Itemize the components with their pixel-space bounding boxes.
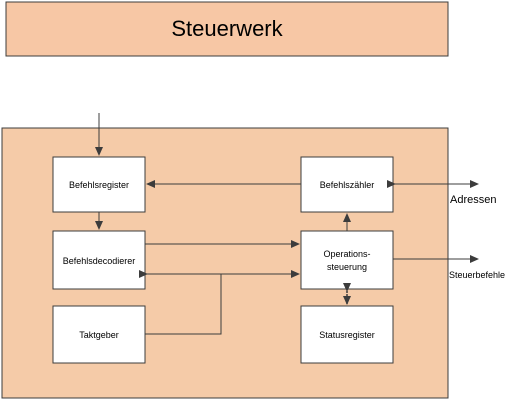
befehlsdecodierer-label: Befehlsdecodierer (63, 256, 136, 266)
taktgeber-label: Taktgeber (79, 330, 119, 340)
operationssteuerung-label-line2: steuerung (327, 262, 367, 272)
steuerbefehle-label: Steuerbefehle (449, 270, 505, 280)
befehlsregister-block (52, 156, 146, 213)
adressen-label: Adressen (450, 194, 496, 206)
statusregister-label: Statusregister (319, 330, 375, 340)
taktgeber-block (52, 305, 146, 364)
befehlszaehler-block (300, 156, 394, 213)
befehlsdecodierer-block (52, 230, 146, 290)
title-banner (5, 1, 449, 57)
operationssteuerung-label-line1: Operations- (323, 249, 370, 259)
befehlszaehler-label: Befehlszähler (320, 180, 375, 190)
operationssteuerung-block (300, 230, 394, 290)
diagram-title: Steuerwerk (171, 16, 283, 41)
befehlsregister-label: Befehlsregister (69, 180, 129, 190)
taktgeber-clock-line (145, 274, 222, 335)
statusregister-block (300, 305, 394, 364)
